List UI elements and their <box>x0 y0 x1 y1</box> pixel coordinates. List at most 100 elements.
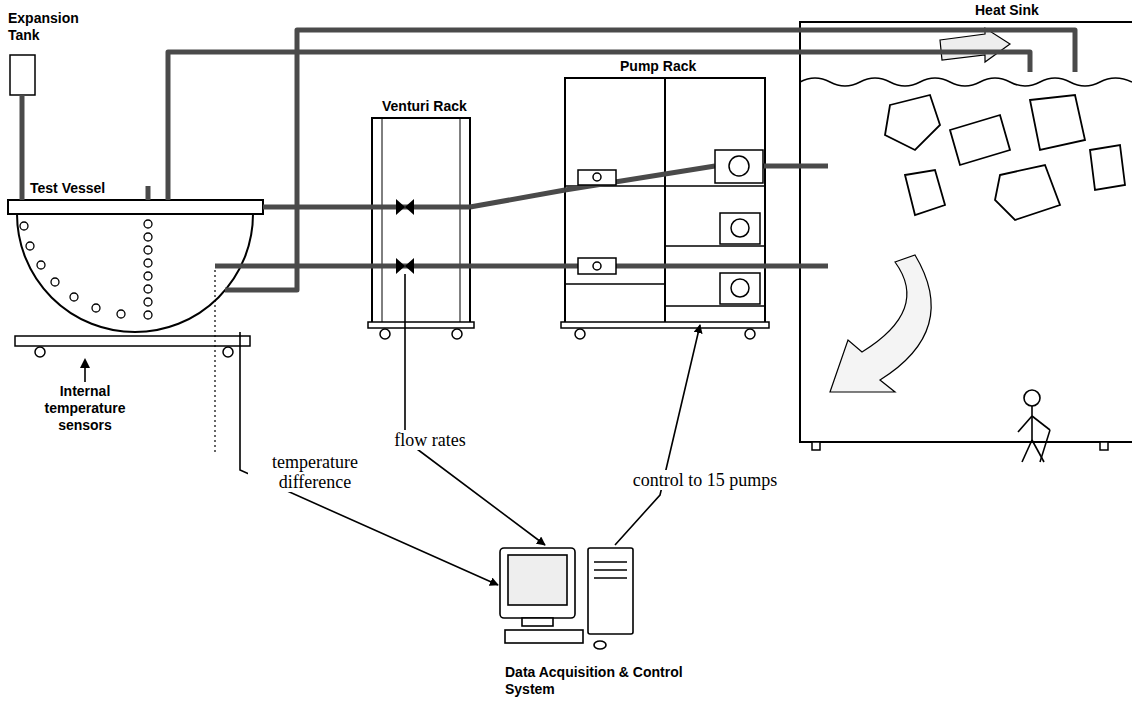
temperature-sensor <box>37 261 45 269</box>
pipe-connector <box>765 164 800 169</box>
node-title: Test Vessel <box>30 180 150 197</box>
pump <box>715 150 763 183</box>
pipe-connector <box>263 205 372 210</box>
test-vessel <box>8 200 263 214</box>
temperature-sensor <box>144 259 152 267</box>
heat-sink <box>950 115 1010 165</box>
pipe-connector <box>263 30 800 290</box>
pump <box>731 219 749 237</box>
pump-rack <box>561 322 769 328</box>
pipe-connector <box>20 95 25 200</box>
temperature-sensor <box>144 220 152 228</box>
signal-label: temperature difference <box>248 452 382 492</box>
computer <box>594 577 627 579</box>
temperature-sensor <box>20 222 28 230</box>
venturi-valve <box>396 258 414 274</box>
sensor-leader <box>80 358 90 382</box>
heat-sink <box>995 165 1060 220</box>
heat-sink <box>940 28 1010 62</box>
pump-rack <box>665 245 765 247</box>
node-outline <box>800 22 1132 442</box>
vessel-pipe-stub <box>146 186 151 200</box>
computer <box>522 618 553 626</box>
node-outline <box>8 200 263 332</box>
vessel-pipe-stub <box>225 288 263 293</box>
venturi-valve <box>404 274 406 325</box>
computer <box>505 630 583 643</box>
node-outline <box>565 78 765 325</box>
heat-sink <box>830 255 931 392</box>
operator-figure <box>1031 406 1033 440</box>
pump-rack <box>561 78 769 339</box>
test-vessel <box>17 214 253 332</box>
test-vessel <box>223 347 233 357</box>
pump <box>593 173 601 181</box>
pump <box>720 273 760 304</box>
computer <box>508 555 567 605</box>
heat-sink <box>905 170 945 215</box>
temperature-sensor <box>144 272 152 280</box>
signal-label: flow rates <box>392 430 467 450</box>
venturi-rack <box>380 329 390 339</box>
computer <box>500 548 575 618</box>
node-title: Venturi Rack <box>382 98 492 115</box>
heat-sink <box>885 95 940 150</box>
temperature-sensor <box>20 220 152 319</box>
heat-sink-pipe <box>800 30 1075 266</box>
temperature-probe-line <box>214 270 215 455</box>
pump <box>731 279 749 297</box>
node-title: Data Acquisition & Control System <box>505 664 720 698</box>
node-title: Heat Sink <box>975 2 1095 19</box>
pump-rack <box>575 329 585 339</box>
venturi-valve <box>396 199 414 215</box>
pump <box>578 258 616 274</box>
pump-pipe <box>565 264 578 269</box>
operator-figure <box>1022 440 1032 462</box>
temperature-sensor <box>70 293 78 301</box>
pump <box>578 150 763 304</box>
node-outline <box>498 545 635 650</box>
heat-sink <box>1090 145 1125 190</box>
venturi-pipe <box>372 264 470 269</box>
temperature-sensor <box>144 285 152 293</box>
pump <box>593 262 601 270</box>
computer <box>594 641 606 649</box>
expansion-tank <box>10 55 35 95</box>
signal-arrow <box>240 332 498 585</box>
temperature-sensor <box>92 304 100 312</box>
pipe-connector <box>765 264 800 269</box>
heat-sink <box>800 22 1132 450</box>
computer <box>594 561 627 563</box>
heat-sink-pipe <box>800 164 828 169</box>
node-title: Expansion Tank <box>8 10 88 44</box>
pump-rack <box>665 305 765 307</box>
operator-figure <box>1018 390 1050 462</box>
operator-figure <box>1024 390 1040 406</box>
test-vessel <box>35 347 45 357</box>
pump-pipe <box>616 264 765 269</box>
heat-sink <box>1030 95 1085 150</box>
pump-rack <box>565 283 665 285</box>
temperature-sensor <box>144 311 152 319</box>
node-title: Pump Rack <box>620 58 730 75</box>
pump <box>578 170 616 185</box>
operator-figure <box>1032 440 1044 462</box>
venturi-rack <box>382 118 383 325</box>
temperature-sensor <box>117 310 125 318</box>
computer <box>588 548 633 634</box>
vessel-pipe-stub <box>215 264 241 269</box>
signal-arrow <box>615 325 700 545</box>
computer <box>594 569 627 571</box>
vessel-pipe-stub <box>241 264 263 269</box>
vessel-pipe-stub <box>148 186 263 290</box>
pipe-connector <box>168 52 800 200</box>
temperature-sensor <box>144 246 152 254</box>
test-vessel <box>8 200 263 357</box>
venturi-rack <box>372 118 470 325</box>
heat-sink <box>812 442 820 450</box>
venturi-rack <box>368 322 474 328</box>
pipe-connector <box>263 264 372 269</box>
heat-sink <box>800 78 1132 86</box>
